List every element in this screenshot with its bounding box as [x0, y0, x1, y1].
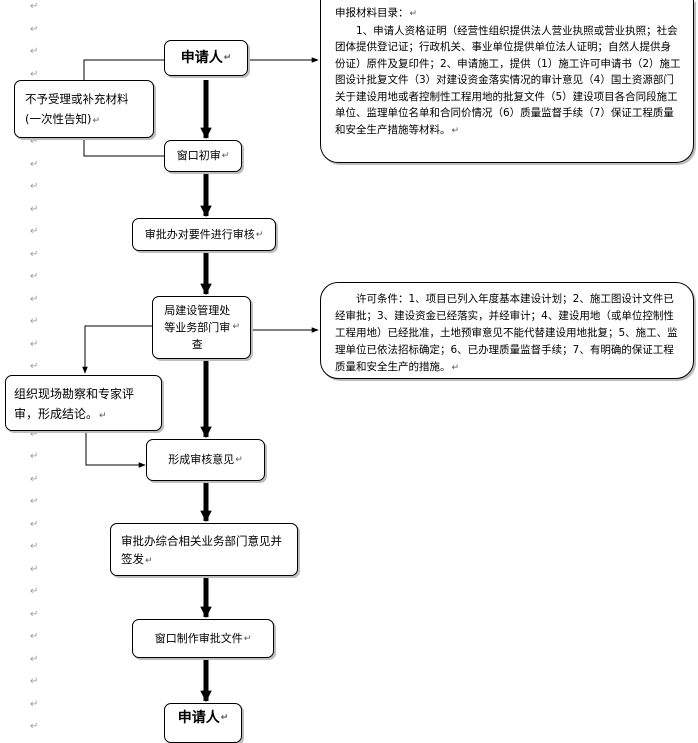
- applicant-label-bottom: 申请人: [177, 710, 220, 726]
- margin-paragraph-mark: ↵: [30, 226, 39, 237]
- review-opinion-label: 形成审核意见: [168, 453, 235, 466]
- site-inspection-box: 组织现场勘察和专家评审，形成结论。↵: [5, 375, 162, 431]
- bureau-review-label: 局建设管理处等业务部门审查: [164, 304, 231, 351]
- margin-paragraph-mark: ↵: [30, 721, 39, 732]
- approval-office-review-box: 审批办对要件进行审核↵: [132, 218, 276, 251]
- window-initial-review-box: 窗口初审↵: [164, 140, 242, 172]
- line-reject-to-window: [83, 138, 164, 157]
- approval-office-sign-label: 审批办综合相关业务部门意见并签发: [121, 534, 282, 566]
- margin-paragraph-mark: ↵: [30, 248, 39, 260]
- margin-paragraph-mark: ↵: [30, 23, 39, 35]
- margin-paragraph-mark: ↵: [30, 361, 39, 372]
- materials-body: 1、申请人资格证明（经营性组织提供法人营业执照或营业执照；社会团体提供登记证；行…: [335, 24, 681, 136]
- margin-paragraph-mark: ↵: [30, 136, 39, 147]
- site-inspection-label: 组织现场勘察和专家评审，形成结论。: [14, 387, 135, 421]
- margin-paragraph-mark: ↵: [30, 608, 39, 620]
- margin-paragraph-mark: ↵: [30, 271, 39, 282]
- bureau-review-box: 局建设管理处等业务部门审查↵: [152, 296, 251, 359]
- margin-paragraph-mark: ↵: [30, 563, 39, 575]
- window-make-document-label: 窗口制作审批文件: [154, 631, 243, 645]
- arrow-bureau-to-site: [82, 325, 153, 374]
- margin-paragraph-mark: ↵: [30, 541, 39, 552]
- margin-paragraph-mark: ↵: [30, 316, 39, 327]
- reject-label: 不予受理或补充材料(一次性告知): [25, 92, 129, 126]
- margin-paragraph-mark: ↵: [30, 203, 39, 215]
- arrow-site-to-opinion: [85, 431, 146, 468]
- margin-paragraph-mark: ↵: [30, 451, 39, 462]
- margin-paragraph-mark: ↵: [30, 631, 39, 642]
- margin-paragraph-mark: ↵: [30, 338, 39, 350]
- margin-paragraph-mark: ↵: [30, 518, 39, 530]
- margin-paragraph-mark: ↵: [30, 181, 39, 192]
- reject-box: 不予受理或补充材料(一次性告知)↵: [14, 80, 154, 138]
- margin-paragraph-mark: ↵: [30, 496, 39, 507]
- margin-paragraph-mark: ↵: [30, 586, 39, 597]
- margin-paragraph-mark: ↵: [30, 1, 39, 12]
- margin-paragraph-mark: ↵: [30, 473, 39, 485]
- margin-paragraph-mark: ↵: [30, 676, 39, 687]
- approval-office-sign-box: 审批办综合相关业务部门意见并签发↵: [110, 523, 298, 576]
- materials-note: 申报材料目录：↵ 1、申请人资格证明（经营性组织提供法人营业执照或营业执照；社会…: [320, 0, 694, 163]
- materials-title: 申报材料目录：: [335, 7, 409, 19]
- margin-paragraph-mark: ↵: [30, 158, 39, 170]
- approval-office-review-label: 审批办对要件进行审核: [144, 227, 255, 241]
- applicant-box-top: 申请人↵: [164, 40, 248, 76]
- margin-paragraph-mark: ↵: [30, 68, 39, 80]
- window-make-document-box: 窗口制作审批文件↵: [132, 619, 274, 658]
- margin-paragraph-mark: ↵: [30, 293, 39, 305]
- margin-paragraph-mark: ↵: [30, 428, 39, 440]
- applicant-box-bottom: 申请人↵: [164, 703, 242, 743]
- margin-paragraph-mark: ↵: [30, 653, 39, 665]
- window-initial-review-label: 窗口初审: [176, 149, 221, 162]
- line-applicant-to-reject: [83, 59, 166, 80]
- margin-paragraph-mark: ↵: [30, 46, 39, 57]
- conditions-note: 许可条件：1、项目已列入年度基本建设计划；2、施工图设计文件已经审批；3、建设资…: [320, 282, 694, 379]
- conditions-text: 许可条件：1、项目已列入年度基本建设计划；2、施工图设计文件已经审批；3、建设资…: [335, 293, 678, 373]
- margin-paragraph-mark: ↵: [30, 698, 39, 710]
- review-opinion-box: 形成审核意见↵: [146, 439, 265, 481]
- applicant-label-top: 申请人: [180, 50, 223, 66]
